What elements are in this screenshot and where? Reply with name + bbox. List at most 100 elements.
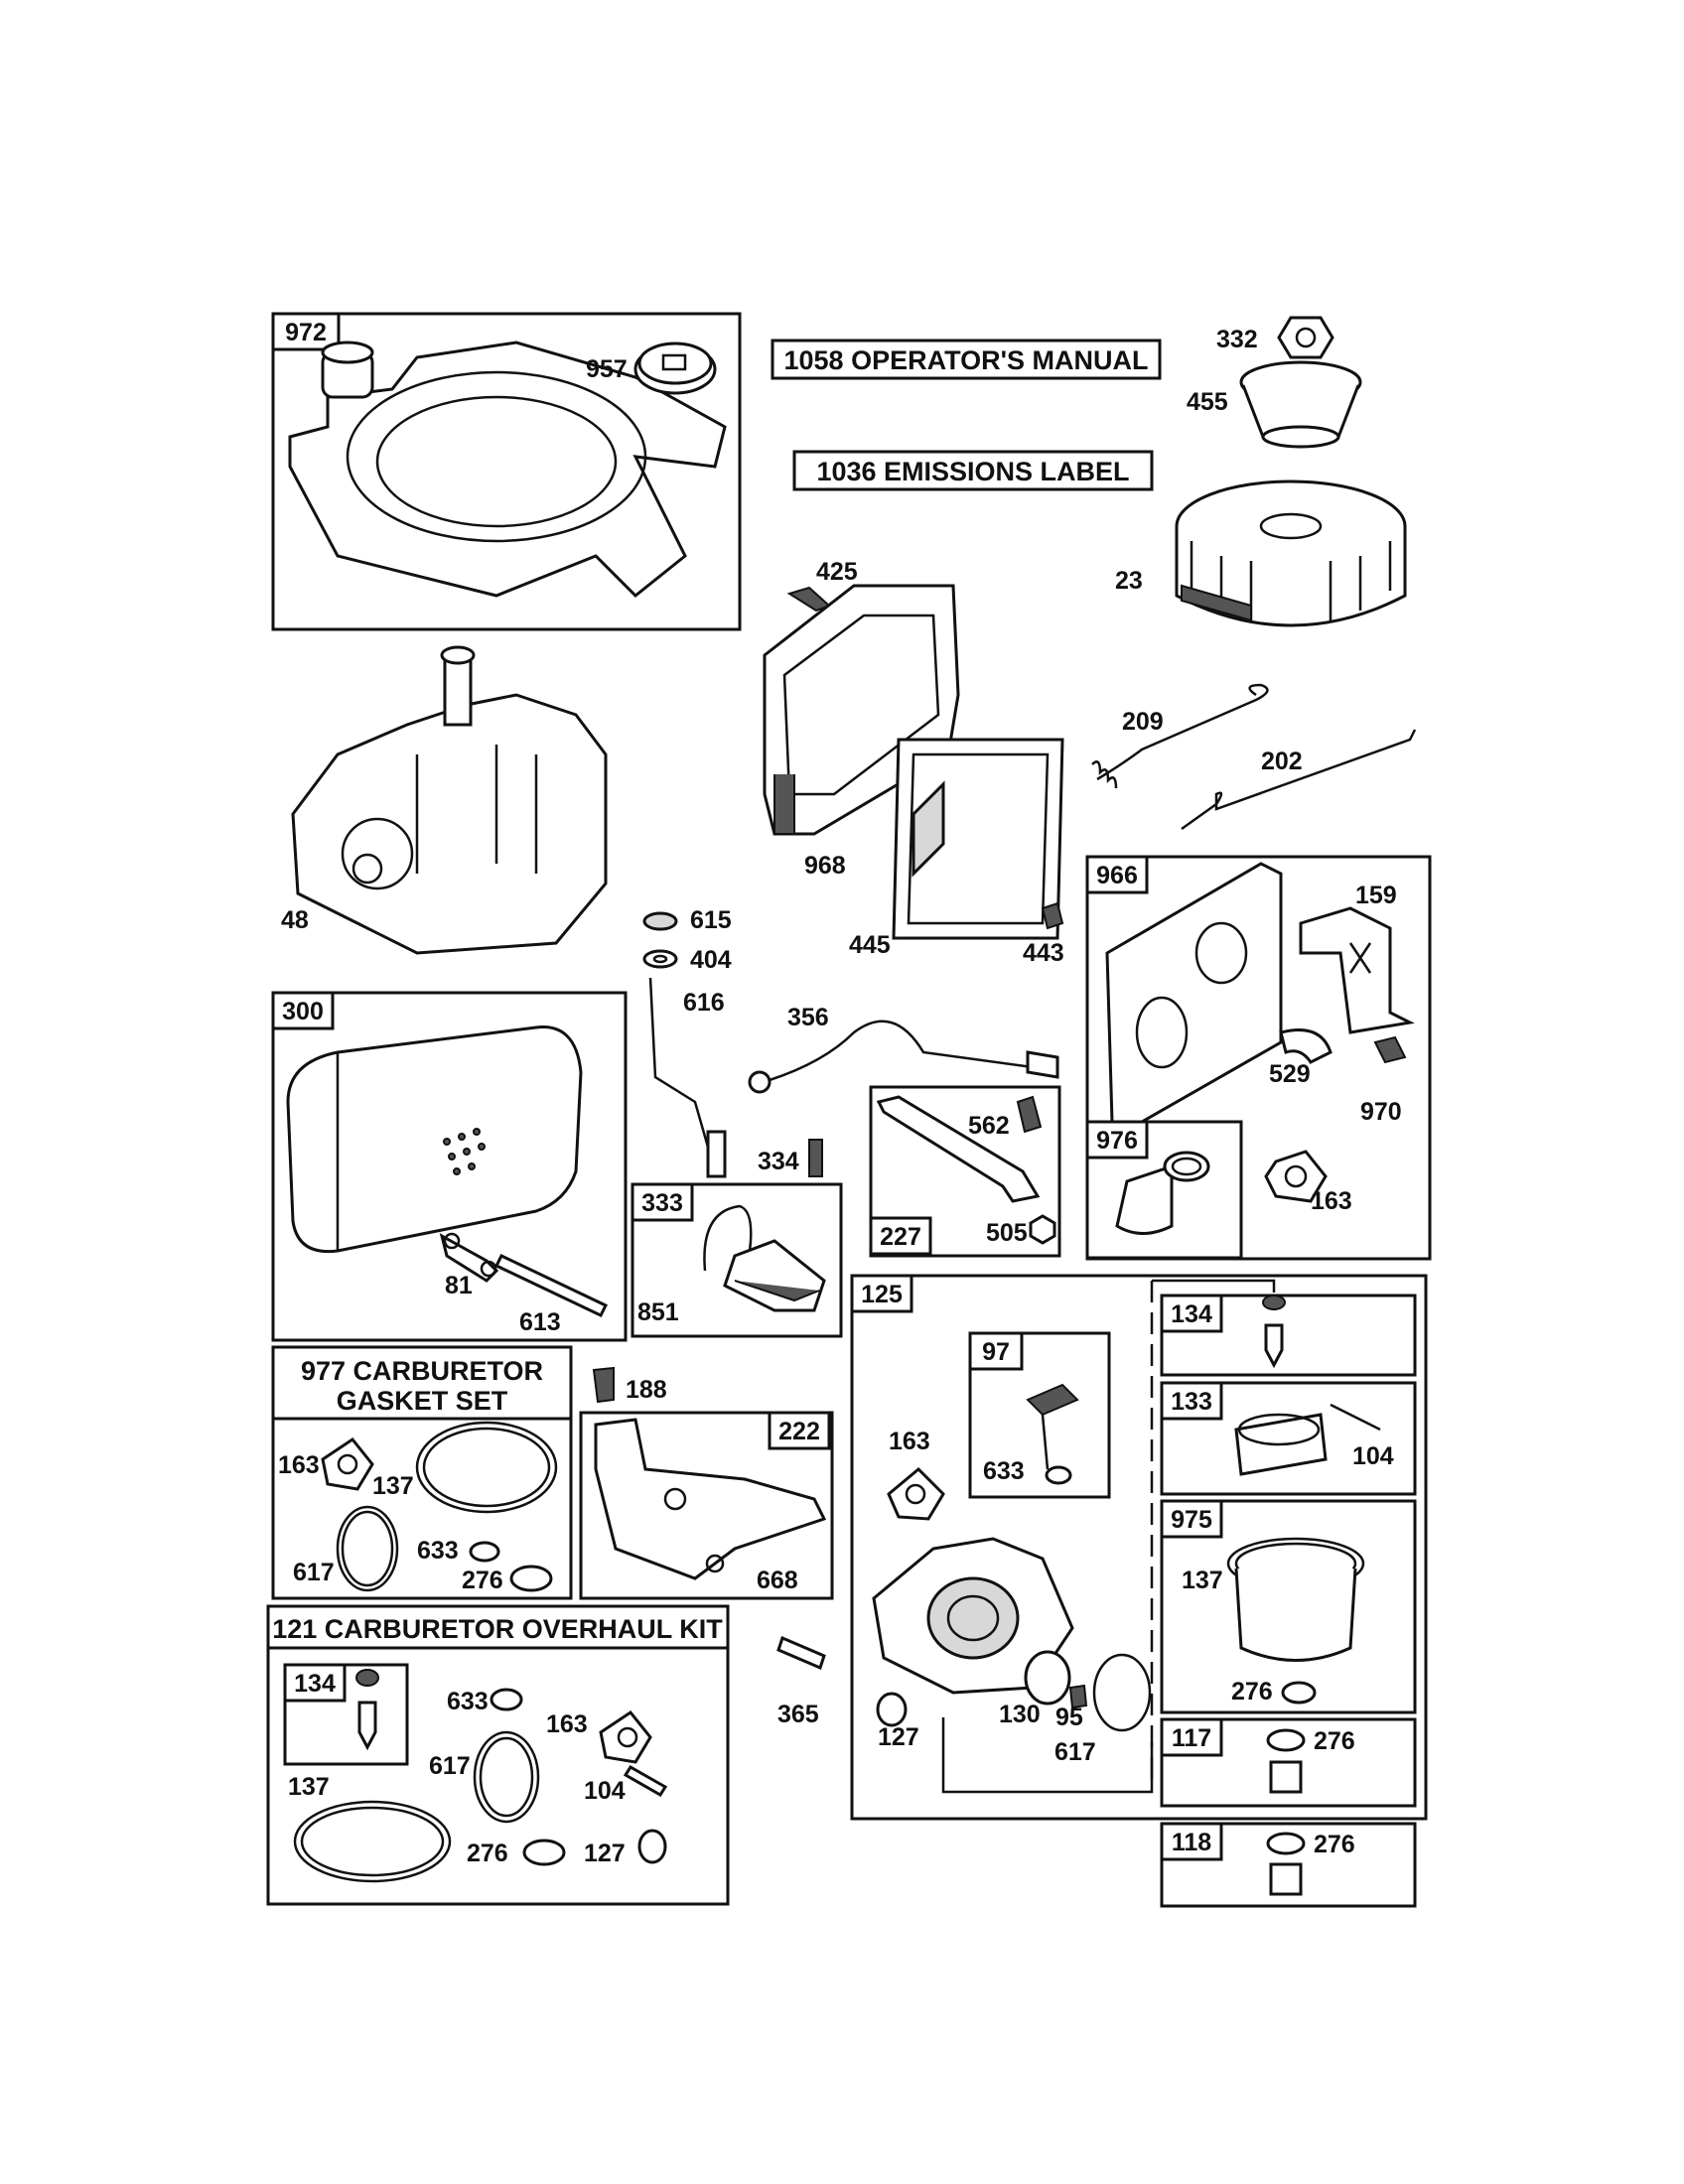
bolt-117 bbox=[1269, 1760, 1303, 1794]
callout-137b: 137 bbox=[1182, 1567, 1223, 1594]
pin-104-box133 bbox=[1330, 1403, 1381, 1432]
emissions-label-banner: 1036 EMISSIONS LABEL bbox=[792, 450, 1154, 491]
washer-276-kit977 bbox=[509, 1565, 553, 1592]
needle-valve-134-kit121 bbox=[355, 1669, 379, 1751]
callout-163c: 163 bbox=[278, 1451, 320, 1479]
nut-332 bbox=[1277, 316, 1334, 359]
box-118: 118 276 bbox=[1160, 1822, 1417, 1908]
callout-276a: 276 bbox=[462, 1567, 503, 1594]
nut-615 bbox=[642, 911, 678, 931]
tag-97: 97 bbox=[982, 1338, 1010, 1366]
operators-manual-banner: 1058 OPERATOR'S MANUAL bbox=[771, 339, 1162, 380]
plug-127-kit121 bbox=[637, 1829, 667, 1864]
screw-562 bbox=[1016, 1095, 1043, 1134]
callout-81: 81 bbox=[445, 1272, 473, 1299]
screw-95 bbox=[1068, 1684, 1088, 1709]
box-97-choke: 97 633 bbox=[968, 1331, 1111, 1499]
nut-505 bbox=[1029, 1214, 1056, 1245]
oring-617-carb bbox=[1092, 1653, 1152, 1732]
oring-137-kit977 bbox=[415, 1421, 558, 1514]
tag-976: 976 bbox=[1096, 1127, 1138, 1155]
callout-613: 613 bbox=[519, 1308, 561, 1336]
callout-404: 404 bbox=[690, 946, 732, 974]
tag-333: 333 bbox=[641, 1189, 683, 1217]
bolt-613 bbox=[493, 1254, 609, 1317]
box-134-needle: 134 bbox=[1160, 1294, 1417, 1377]
gasket-set-title-line2: GASKET SET bbox=[337, 1386, 508, 1416]
seal-633-box97 bbox=[1045, 1465, 1072, 1485]
tag-118: 118 bbox=[1172, 1829, 1211, 1856]
box-117: 117 276 bbox=[1160, 1717, 1417, 1808]
oring-617-kit977 bbox=[336, 1505, 399, 1592]
washer-276-kit121 bbox=[522, 1839, 566, 1866]
callout-365: 365 bbox=[777, 1701, 819, 1728]
bracket-81 bbox=[439, 1232, 499, 1283]
callout-104b: 104 bbox=[584, 1777, 626, 1805]
callout-188: 188 bbox=[626, 1376, 667, 1404]
box-966-intake: 966 159 529 970 bbox=[1085, 855, 1432, 1261]
callout-276b: 276 bbox=[1231, 1678, 1273, 1706]
washer-276-box117 bbox=[1266, 1728, 1306, 1752]
elbow-529 bbox=[1279, 1028, 1333, 1064]
carburetor-body bbox=[872, 1537, 1074, 1695]
plug-127-carb bbox=[876, 1692, 908, 1727]
gasket-163-right bbox=[1264, 1150, 1328, 1203]
callout-104a: 104 bbox=[1352, 1442, 1394, 1470]
float-133 bbox=[1234, 1413, 1328, 1476]
oring-617-kit121 bbox=[473, 1730, 540, 1824]
callout-425: 425 bbox=[816, 558, 858, 586]
tag-134-kit121: 134 bbox=[294, 1670, 336, 1698]
gasket-163-carb bbox=[887, 1466, 945, 1521]
operators-manual-label: 1058 OPERATOR'S MANUAL bbox=[784, 345, 1149, 375]
callout-443: 443 bbox=[1023, 939, 1064, 967]
tag-975: 975 bbox=[1171, 1506, 1212, 1534]
callout-455: 455 bbox=[1187, 388, 1228, 416]
callout-445: 445 bbox=[849, 931, 891, 959]
float-bowl-975 bbox=[1226, 1537, 1365, 1662]
rod-616 bbox=[648, 977, 727, 1178]
callout-617b: 617 bbox=[1054, 1738, 1096, 1766]
screw-334 bbox=[808, 1139, 823, 1177]
washer-276-box975 bbox=[1281, 1681, 1317, 1705]
bolt-365 bbox=[776, 1635, 826, 1671]
tag-972: 972 bbox=[285, 319, 327, 346]
kit-977-gasket-set: 977 CARBURETOR GASKET SET 163 137 617 63… bbox=[271, 1345, 573, 1600]
callout-202: 202 bbox=[1261, 748, 1303, 775]
box-222-control-bracket: 222 668 bbox=[579, 1411, 834, 1600]
pin-104-kit121 bbox=[623, 1764, 668, 1798]
tag-300: 300 bbox=[282, 998, 324, 1025]
callout-127b: 127 bbox=[584, 1840, 626, 1867]
seal-633-kit121 bbox=[490, 1688, 523, 1711]
choke-shaft-97 bbox=[1026, 1383, 1079, 1470]
callout-562: 562 bbox=[968, 1112, 1010, 1140]
engine-block-48 bbox=[291, 645, 608, 955]
callout-957: 957 bbox=[586, 355, 628, 383]
spring-209 bbox=[1091, 683, 1269, 789]
box-975-bowl: 975 137 276 bbox=[1160, 1499, 1417, 1714]
callout-163d: 163 bbox=[546, 1710, 588, 1738]
link-202 bbox=[1181, 729, 1417, 831]
callout-616: 616 bbox=[683, 989, 725, 1017]
box-333-ignition: 333 851 bbox=[631, 1182, 843, 1338]
callout-130: 130 bbox=[999, 1701, 1041, 1728]
overhaul-kit-title: 121 CARBURETOR OVERHAUL KIT bbox=[272, 1614, 723, 1644]
screw-188 bbox=[592, 1366, 615, 1404]
oring-137-kit121 bbox=[293, 1800, 452, 1883]
callout-633a: 633 bbox=[417, 1537, 459, 1565]
flywheel-23 bbox=[1175, 479, 1407, 627]
callout-615: 615 bbox=[690, 906, 732, 934]
ignition-coil-333 bbox=[703, 1204, 826, 1312]
tag-966: 966 bbox=[1096, 862, 1138, 889]
seal-633-kit977 bbox=[469, 1541, 500, 1563]
air-filter-445 bbox=[892, 738, 1064, 940]
blower-housing-part bbox=[288, 341, 727, 599]
callout-633b: 633 bbox=[447, 1688, 489, 1715]
callout-137c: 137 bbox=[288, 1773, 330, 1801]
needle-valve-134 bbox=[1262, 1295, 1286, 1369]
kit-121-overhaul: 121 CARBURETOR OVERHAUL KIT 134 137 633 … bbox=[266, 1604, 730, 1906]
box-125-carburetor: 125 163 127 130 95 617 bbox=[850, 1274, 1428, 1821]
callout-276e: 276 bbox=[467, 1840, 508, 1867]
washer-276-box118 bbox=[1266, 1832, 1306, 1855]
tag-222: 222 bbox=[778, 1418, 820, 1445]
gasket-163-kit121 bbox=[599, 1709, 652, 1764]
